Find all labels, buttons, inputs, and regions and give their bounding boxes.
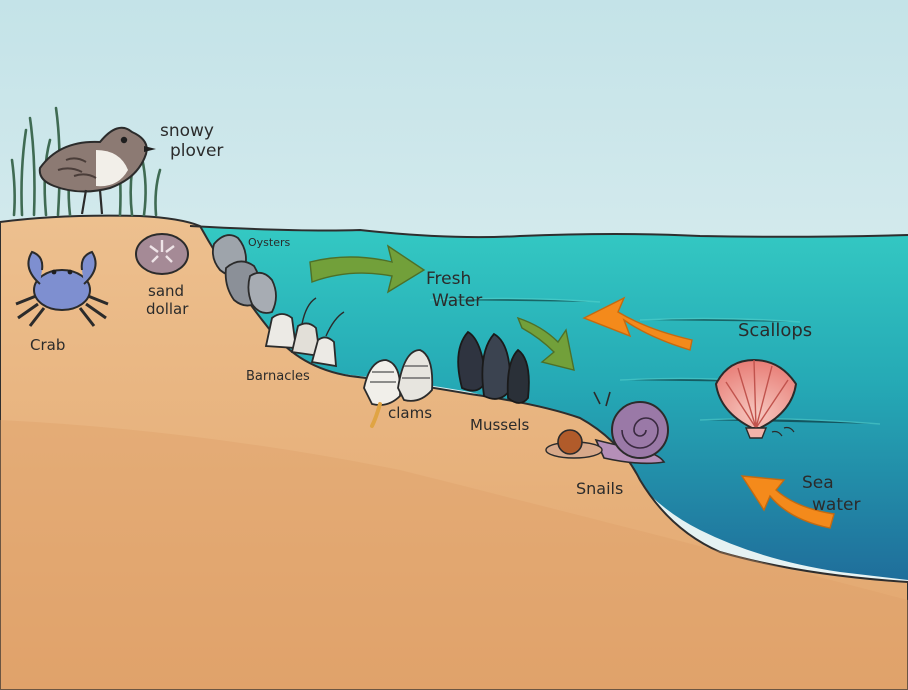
label-oysters: Oysters: [248, 236, 291, 249]
label-snowy-plover-line1: snowy: [160, 121, 214, 141]
label-sand-dollar-line1: sand: [148, 282, 184, 300]
label-mussels: Mussels: [470, 416, 529, 434]
label-fresh-water-line2: Water: [432, 291, 482, 311]
label-scallops: Scallops: [738, 320, 812, 341]
label-clams: clams: [388, 404, 432, 422]
sand-dollar-illustration: [136, 234, 188, 274]
label-sea-water-line2: water: [812, 495, 860, 515]
label-fresh-water-line1: Fresh: [426, 269, 471, 289]
label-sand-dollar-line2: dollar: [146, 300, 189, 318]
label-barnacles: Barnacles: [246, 369, 310, 384]
label-snails: Snails: [576, 479, 623, 498]
label-sea-water-line1: Sea: [802, 473, 834, 493]
label-crab: Crab: [30, 336, 65, 354]
label-snowy-plover-line2: plover: [170, 141, 223, 161]
